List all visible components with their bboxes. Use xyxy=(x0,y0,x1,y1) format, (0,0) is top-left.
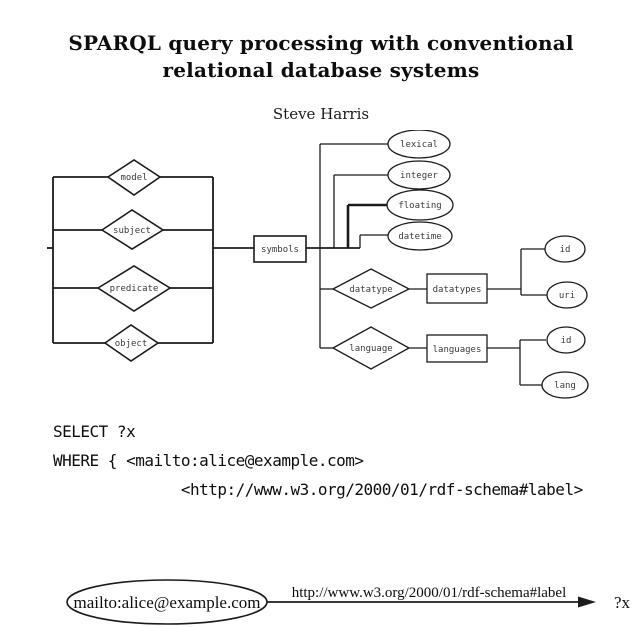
languages-label: languages xyxy=(433,345,482,355)
right-connector-lines xyxy=(319,143,547,386)
title-line-2: relational database systems xyxy=(162,58,480,82)
floating-label: floating xyxy=(398,201,441,211)
symbols-box xyxy=(253,235,307,263)
datatype-id-ellipse xyxy=(544,235,586,263)
floating-branch-line xyxy=(346,203,387,248)
object-diamond xyxy=(103,324,160,362)
lexical-label: lexical xyxy=(400,140,438,150)
triple-object-label: ?x xyxy=(614,593,631,612)
triple-subject-label: mailto:alice@example.com xyxy=(74,593,261,612)
datatype-uri-ellipse xyxy=(546,281,588,309)
query-line-3: <http://www.w3.org/2000/01/rdf-schema#la… xyxy=(53,480,583,499)
er-schema-diagram: model subject predicate object symbols l… xyxy=(47,130,589,399)
languages-box xyxy=(426,334,488,363)
object-label: object xyxy=(115,339,148,349)
language-lang-label: lang xyxy=(554,381,576,391)
language-branch: language languages id lang xyxy=(331,326,589,399)
language-lang-ellipse xyxy=(541,371,589,399)
left-connector-lines xyxy=(47,176,360,344)
author-name: Steve Harris xyxy=(272,105,370,123)
datatype-branch: datatype datatypes id uri xyxy=(331,235,588,309)
arrowhead-icon xyxy=(578,596,596,608)
subject-diamond xyxy=(100,209,165,250)
query-line-1: SELECT ?x xyxy=(53,422,136,441)
model-label: model xyxy=(120,173,147,183)
symbols-entity: symbols xyxy=(253,235,307,263)
floating-ellipse xyxy=(386,189,454,221)
sparql-query-code: SELECT ?x WHERE { <mailto:alice@example.… xyxy=(53,417,583,504)
predicate-diamond xyxy=(96,265,172,312)
language-label: language xyxy=(349,344,392,354)
subject-label: subject xyxy=(113,226,151,236)
integer-label: integer xyxy=(400,171,439,181)
query-line-2: WHERE { <mailto:alice@example.com> xyxy=(53,451,364,470)
title-line-1: SPARQL query processing with conventiona… xyxy=(68,31,574,55)
symbols-label: symbols xyxy=(261,245,299,255)
datatypes-label: datatypes xyxy=(433,285,482,295)
value-ellipses: lexical integer floating datetime xyxy=(386,130,454,251)
datatype-uri-label: uri xyxy=(559,291,575,301)
datatype-diamond xyxy=(331,268,411,309)
rdf-triple-diagram: mailto:alice@example.com http://www.w3.o… xyxy=(66,579,631,625)
page-title: SPARQL query processing with conventiona… xyxy=(0,30,642,84)
datatypes-box xyxy=(426,273,488,304)
integer-ellipse xyxy=(387,160,451,190)
relation-diamonds: model subject predicate object xyxy=(96,159,172,362)
datetime-label: datetime xyxy=(398,232,441,242)
model-diamond xyxy=(106,159,162,196)
predicate-label: predicate xyxy=(110,284,159,294)
datatype-label: datatype xyxy=(349,285,392,295)
language-diamond xyxy=(331,326,411,370)
language-id-label: id xyxy=(561,336,572,346)
datetime-ellipse xyxy=(387,221,453,251)
triple-predicate-label: http://www.w3.org/2000/01/rdf-schema#lab… xyxy=(292,585,567,601)
lexical-ellipse xyxy=(387,130,451,159)
datatype-id-label: id xyxy=(560,245,571,255)
language-id-ellipse xyxy=(546,326,586,354)
